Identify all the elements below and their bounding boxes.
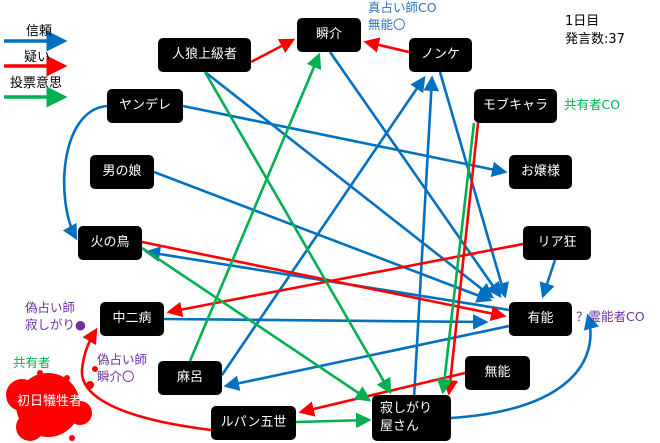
node-lupin[interactable]: ルパン五世 xyxy=(211,406,296,440)
note-fake1-line2: 寂しがり● xyxy=(25,316,86,332)
edge-trust-yandere-to-hinotori xyxy=(62,104,108,241)
note-shunsuke-line1: 真占い師CO xyxy=(368,0,437,15)
node-hinotori[interactable]: 火の鳥 xyxy=(78,226,142,260)
edge-doubt-jinro-to-shunsuke xyxy=(250,38,296,64)
edge-vote-lupin-to-sabishi xyxy=(295,412,372,429)
edge-trust-chuni-to-yuno xyxy=(163,314,489,330)
node-yandere[interactable]: ヤンデレ xyxy=(107,89,183,123)
edge-doubt-nonke-to-shunsuke xyxy=(363,37,410,54)
node-riakyo[interactable]: リア狂 xyxy=(523,226,591,260)
note-shunsuke: 真占い師CO 無能〇 xyxy=(368,0,437,34)
edge-doubt-mob-to-sabishi xyxy=(442,122,480,396)
node-shunsuke[interactable]: 瞬介 xyxy=(297,18,361,52)
legend-vote-label: 投票意思 xyxy=(10,76,63,91)
node-shonichi[interactable]: 初日犠牲者 xyxy=(16,394,82,410)
edge-trust-shunsuke-to-yuno xyxy=(328,51,502,299)
node-nonke[interactable]: ノンケ xyxy=(409,38,472,72)
post-count: 発言数:37 xyxy=(565,31,625,47)
node-sabishi-line2: 屋さん xyxy=(380,419,420,434)
edge-trust-yuno-to-maro xyxy=(223,324,510,391)
node-jinro[interactable]: 人狼上級者 xyxy=(158,38,251,72)
node-sabishi[interactable]: 寂しがり 屋さん xyxy=(372,395,451,441)
note-yuno: ？霊能者CO xyxy=(576,309,645,324)
note-fake-seer-2: 偽占い師 瞬介〇 xyxy=(97,352,147,386)
note-fake2-line1: 偽占い師 xyxy=(97,352,148,367)
edge-trust-otoko-to-yuno xyxy=(153,170,493,303)
edge-vote-mob-to-sabishi xyxy=(436,122,476,395)
note-fake2-line2: 瞬介〇 xyxy=(97,368,135,384)
node-chuni[interactable]: 中二病 xyxy=(100,302,164,336)
note-shonichi: 共有者 xyxy=(13,355,51,370)
node-maro[interactable]: 麻呂 xyxy=(158,361,222,395)
node-otoko[interactable]: 男の娘 xyxy=(90,155,154,189)
node-muno[interactable]: 無能 xyxy=(465,356,530,390)
edge-trust-yandere-to-ojou xyxy=(182,104,508,178)
node-ojou[interactable]: お嬢様 xyxy=(509,155,572,189)
node-yuno[interactable]: 有能 xyxy=(509,302,572,336)
day-label: 1日目 xyxy=(565,14,600,29)
edge-trust-sabishi-to-yuno xyxy=(450,313,599,420)
node-sabishi-line1: 寂しがり xyxy=(380,401,433,417)
note-fake-seer-1: 偽占い師 寂しがり● xyxy=(25,300,86,334)
legend-doubt-label: 疑い xyxy=(24,50,51,65)
edge-vote-jinro-to-sabishi xyxy=(203,71,392,395)
legend-trust-label: 信頼 xyxy=(26,24,53,39)
note-mob: 共有者CO xyxy=(564,97,621,112)
blood-splat-icon xyxy=(6,366,98,441)
day-info: 1日目 発言数:37 xyxy=(565,13,625,48)
edge-doubt-lupin-to-chuni xyxy=(80,327,212,432)
edge-trust-riakyo-to-yuno xyxy=(539,259,557,299)
edge-trust-sabishi-to-nonke xyxy=(412,75,440,399)
note-shunsuke-line2: 無能〇 xyxy=(368,16,406,32)
note-fake1-line1: 偽占い師 xyxy=(25,300,76,315)
edge-trust-maro-to-nonke xyxy=(220,75,426,376)
node-mob[interactable]: モブキャラ xyxy=(474,89,557,123)
edge-vote-maro-to-shunsuke xyxy=(188,52,322,362)
edge-doubt-hinotori-to-yuno xyxy=(141,240,507,322)
edge-vote-hinotori-to-sabishi xyxy=(141,246,372,402)
